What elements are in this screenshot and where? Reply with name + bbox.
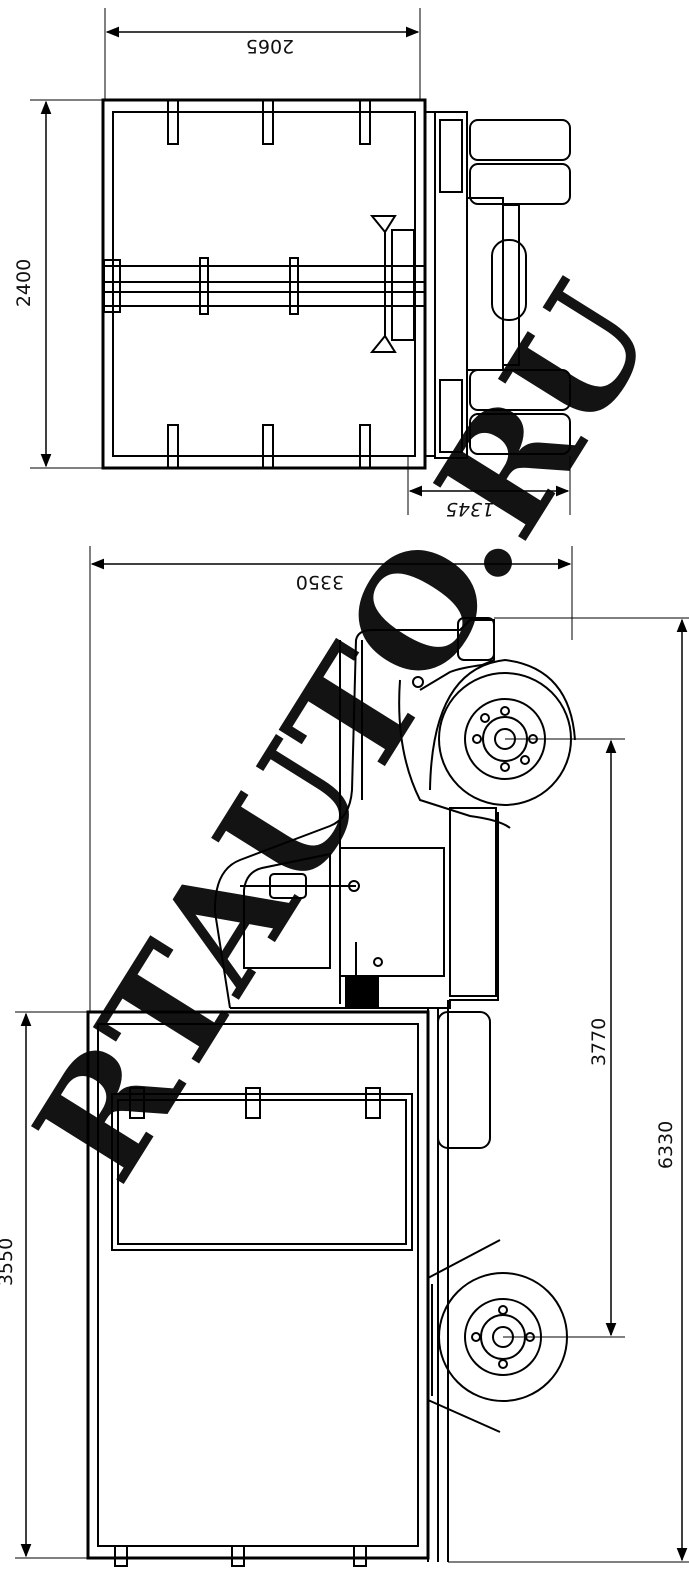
- dim-track-width-label: 1345: [446, 498, 494, 520]
- rear-view: [101, 98, 571, 470]
- dim-body-length: 3550: [0, 1011, 88, 1559]
- dim-rear-height: 2400: [13, 99, 103, 469]
- dim-cargo-width-label: 2065: [246, 35, 294, 57]
- dim-rear-height-label: 2400: [13, 259, 35, 307]
- dim-vehicle-height: 3350: [89, 546, 573, 1012]
- dim-cargo-width: 2065: [104, 8, 421, 100]
- dim-overall-length: 6330: [448, 617, 689, 1563]
- dim-track-width: 1345: [407, 456, 571, 520]
- dim-body-length-label: 3550: [0, 1238, 17, 1286]
- dim-overall-length-label: 6330: [655, 1121, 677, 1169]
- dim-wheelbase: 3770: [503, 738, 625, 1338]
- dim-vehicle-height-label: 3350: [296, 571, 344, 593]
- dim-wheelbase-label: 3770: [588, 1018, 610, 1066]
